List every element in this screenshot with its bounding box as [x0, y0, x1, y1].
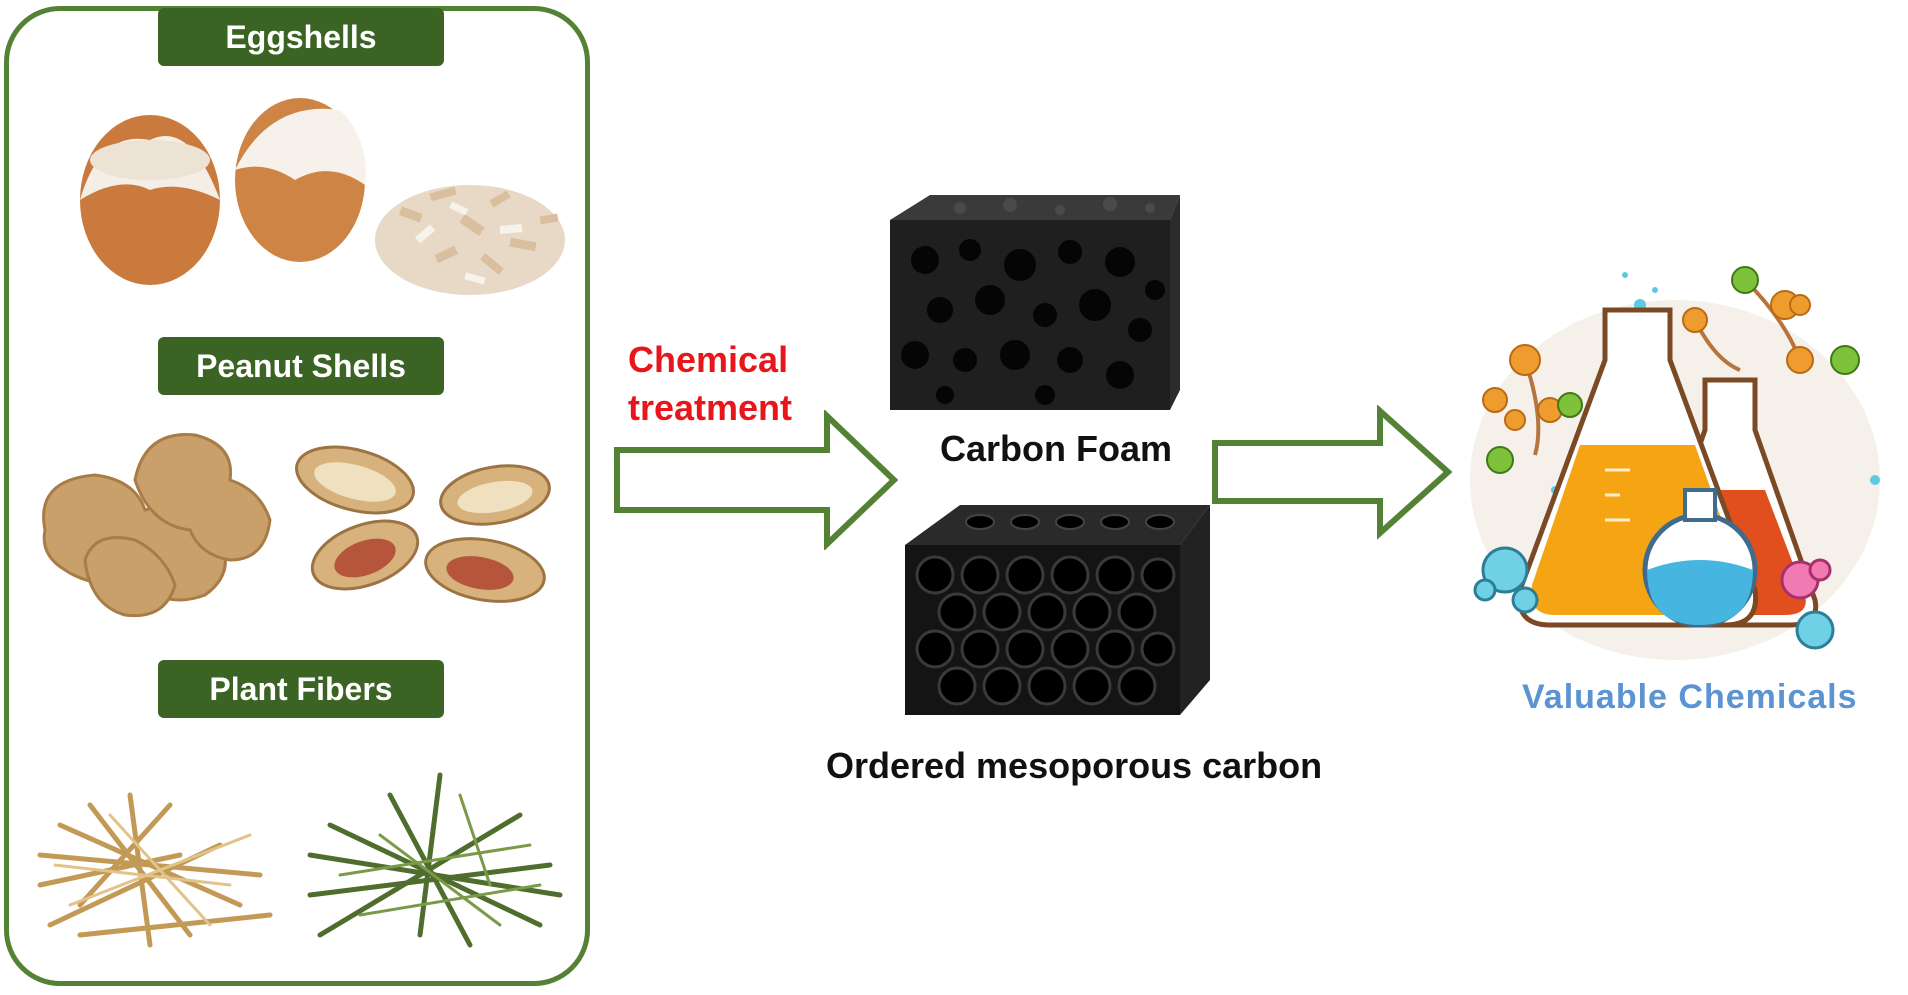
- carbon-foam-image: [890, 195, 1180, 410]
- chemical-treatment-line1: Chemical: [628, 339, 789, 380]
- ordered-mesoporous-carbon-label: Ordered mesoporous carbon: [826, 745, 1323, 786]
- peanut-shells-image: [42, 433, 551, 618]
- eggshells-label: Eggshells: [158, 8, 444, 66]
- carbon-foam-label: Carbon Foam: [940, 428, 1173, 469]
- valuable-chemicals-image: [1470, 266, 1880, 660]
- eggshells-image: [80, 98, 565, 295]
- treatment-arrow: [614, 410, 899, 550]
- product-arrow: [1212, 405, 1453, 540]
- chemical-treatment-label: Chemical treatment: [628, 336, 792, 432]
- plant-fibers-image: [37, 772, 563, 948]
- valuable-chemicals-label: Valuable Chemicals: [1522, 678, 1858, 716]
- chemical-treatment-line2: treatment: [628, 387, 793, 428]
- ordered-mesoporous-carbon-image: [905, 505, 1210, 715]
- plant-fibers-label: Plant Fibers: [158, 660, 444, 718]
- peanut-shells-label: Peanut Shells: [158, 337, 444, 395]
